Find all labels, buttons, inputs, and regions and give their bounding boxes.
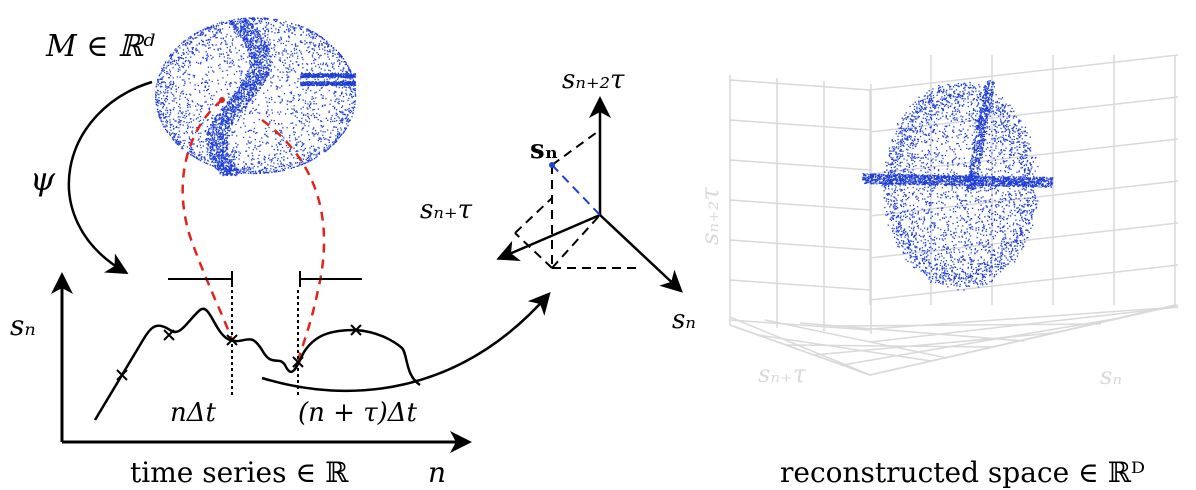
axis-label-s-n: sₙ xyxy=(672,305,696,335)
manifold-attractor xyxy=(155,17,357,177)
window-bracket-n xyxy=(168,271,233,287)
tick-label-n: nΔt xyxy=(170,398,217,428)
recon-axis-label-left: sₙ₊τ xyxy=(758,360,807,388)
recon-axis-label-z: sₙ₊₂τ xyxy=(696,187,724,245)
axis-label-s-n-tau: sₙ₊τ xyxy=(420,195,473,225)
psi-label: ψ xyxy=(30,160,56,198)
recon-caption: reconstructed space ∈ ℝᴰ xyxy=(780,456,1145,489)
time-series-caption: time series ∈ ℝ xyxy=(130,456,349,489)
projection-lines xyxy=(514,129,640,269)
sample-marker xyxy=(350,324,362,336)
embedding-arrow xyxy=(261,291,551,393)
sample-marker xyxy=(163,329,175,341)
state-point-label: sₙ xyxy=(530,135,558,165)
axis-s-n-tau xyxy=(496,213,601,261)
correspondence-curve-n-tau xyxy=(261,118,326,361)
state-point xyxy=(549,162,555,168)
manifold-point-cloud xyxy=(155,17,357,177)
correspondence-start-point xyxy=(219,97,225,103)
state-vector-line xyxy=(551,164,601,216)
time-series-plot: nΔt (n + τ)Δt sₙ n time series ∈ ℝ xyxy=(10,271,472,489)
psi-map-arrow xyxy=(67,80,153,275)
axis-label-s-n-2tau: sₙ₊₂τ xyxy=(562,65,625,95)
recon-axis-label-right: sₙ xyxy=(1100,362,1122,390)
correspondence-curve-n xyxy=(181,99,234,341)
reconstructed-point-cloud xyxy=(862,80,1054,291)
manifold-label: M ∈ ℝᵈ xyxy=(45,29,155,64)
tick-label-n-tau: (n + τ)Δt xyxy=(298,398,418,428)
window-bracket-n-tau xyxy=(299,271,362,287)
grid-box xyxy=(729,54,1179,376)
x-axis-label: n xyxy=(428,456,446,489)
sample-markers xyxy=(116,324,362,381)
y-axis-label: sₙ xyxy=(10,309,36,342)
time-series-curve xyxy=(93,307,421,421)
sample-marker xyxy=(116,369,128,381)
reconstructed-space-plot: sₙ₊₂τ sₙ₊τ sₙ reconstructed space ∈ ℝᴰ xyxy=(696,54,1179,489)
delay-coordinate-axes: sₙ sₙ₊₂τ sₙ₊τ sₙ xyxy=(420,65,696,335)
axis-s-n xyxy=(599,214,683,293)
